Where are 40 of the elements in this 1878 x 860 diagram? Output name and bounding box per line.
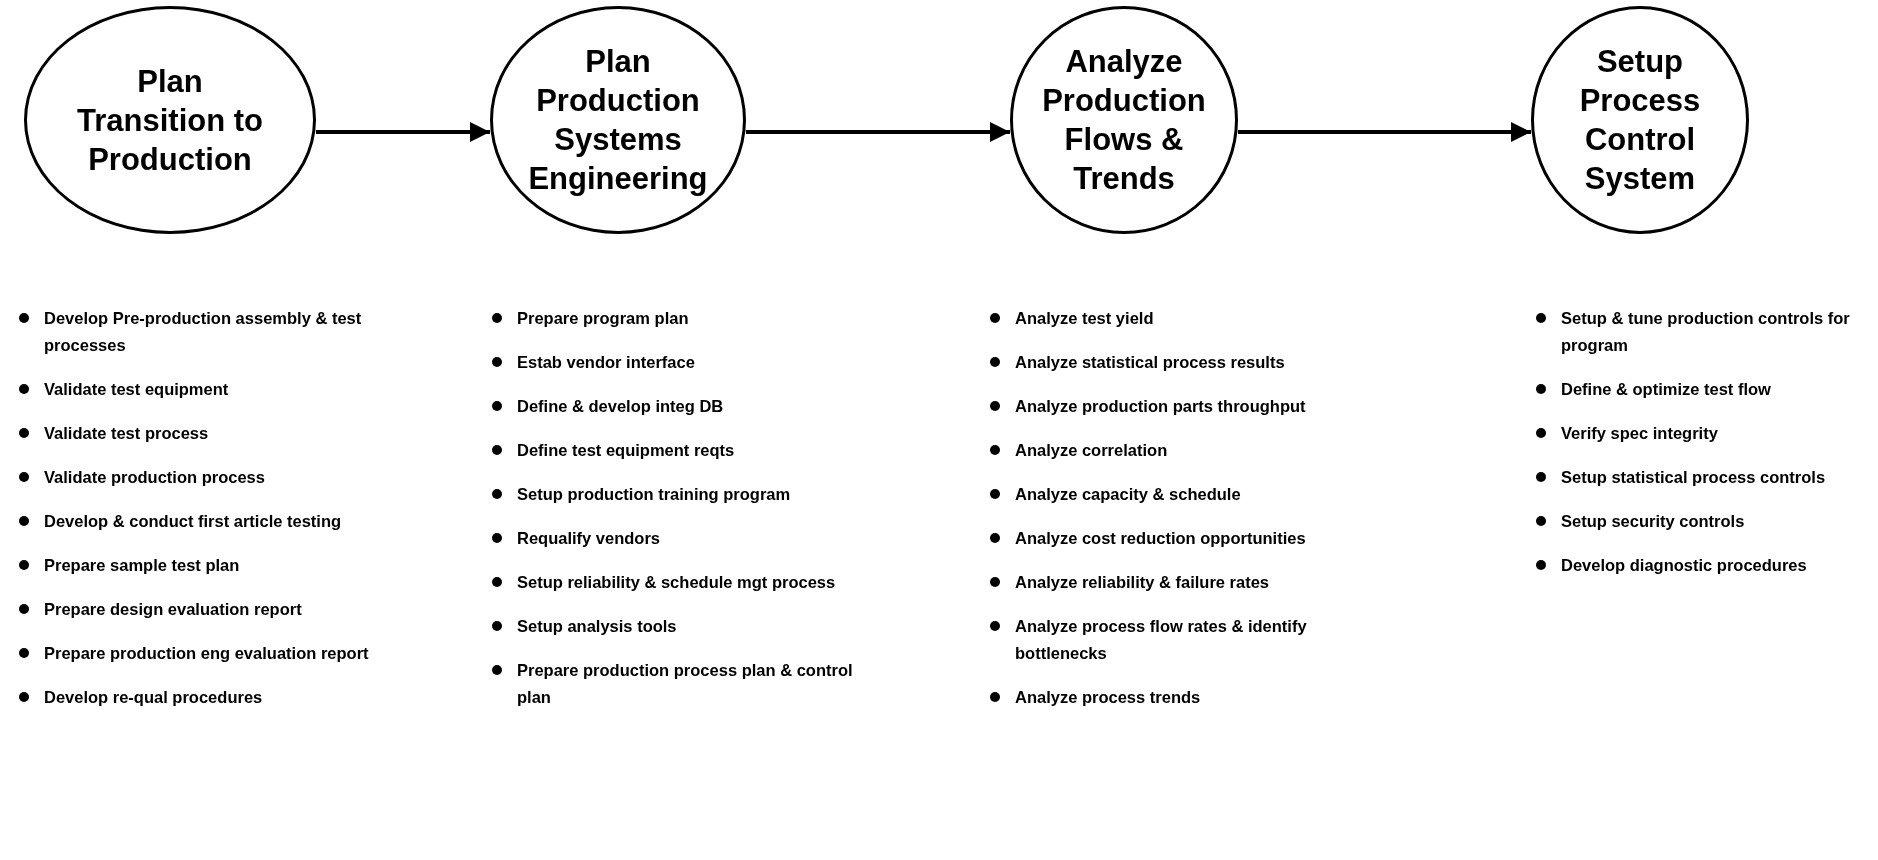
task-text: Analyze process trends <box>1015 688 1201 706</box>
task-text: Analyze correlation <box>1015 441 1168 459</box>
task-text: Define test equipment reqts <box>517 441 735 459</box>
task-text: Validate test process <box>44 424 209 442</box>
task-text: Analyze reliability & failure rates <box>1015 573 1270 591</box>
task-text: Analyze process flow rates & identify bottlenecks <box>1015 617 1307 662</box>
task-text: Requalify vendors <box>517 529 661 547</box>
arrow <box>746 122 1010 142</box>
task-text: Setup production training program <box>517 485 791 503</box>
task-text: Analyze capacity & schedule <box>1015 485 1241 503</box>
task-text: Verify spec integrity <box>1561 424 1718 442</box>
task-text: Setup statistical process controls <box>1561 468 1826 486</box>
task-text: Analyze cost reduction opportunities <box>1015 529 1306 547</box>
task-text: Prepare design evaluation report <box>44 600 302 618</box>
task-text: Estab vendor interface <box>517 353 695 371</box>
task-text: Setup reliability & schedule mgt process <box>517 573 836 591</box>
task-text: Setup analysis tools <box>517 617 677 635</box>
task-text: Define & optimize test flow <box>1561 380 1771 398</box>
task-text: Analyze test yield <box>1015 309 1154 327</box>
stage-title: Setup Process Control System <box>1578 43 1702 198</box>
task-text: Setup security controls <box>1561 512 1745 530</box>
arrow <box>1238 122 1531 142</box>
task-text: Validate test equipment <box>44 380 229 398</box>
task-text: Develop Pre-production assembly & test processes <box>44 309 362 354</box>
task-text: Analyze statistical process results <box>1015 353 1285 371</box>
task-text: Prepare program plan <box>517 309 689 327</box>
task-text: Validate production process <box>44 468 265 486</box>
task-text: Prepare production eng evaluation report <box>44 644 369 662</box>
task-text: Prepare sample test plan <box>44 556 240 574</box>
task-text: Setup & tune production controls for program <box>1561 309 1850 354</box>
task-text: Define & develop integ DB <box>517 397 724 415</box>
task-text: Develop diagnostic procedures <box>1561 556 1807 574</box>
stage-title: Analyze Production Flows & Trends <box>1041 43 1207 198</box>
task-text: Analyze production parts throughput <box>1015 397 1306 415</box>
task-text: Develop & conduct first article testing <box>44 512 342 530</box>
arrow <box>316 122 490 142</box>
task-text: Develop re-qual procedures <box>44 688 263 706</box>
task-text: Prepare production process plan & control plan <box>517 661 853 706</box>
stage-title: Plan Transition to Production <box>76 62 264 179</box>
stage-title: Plan Production Systems Engineering <box>527 43 709 198</box>
